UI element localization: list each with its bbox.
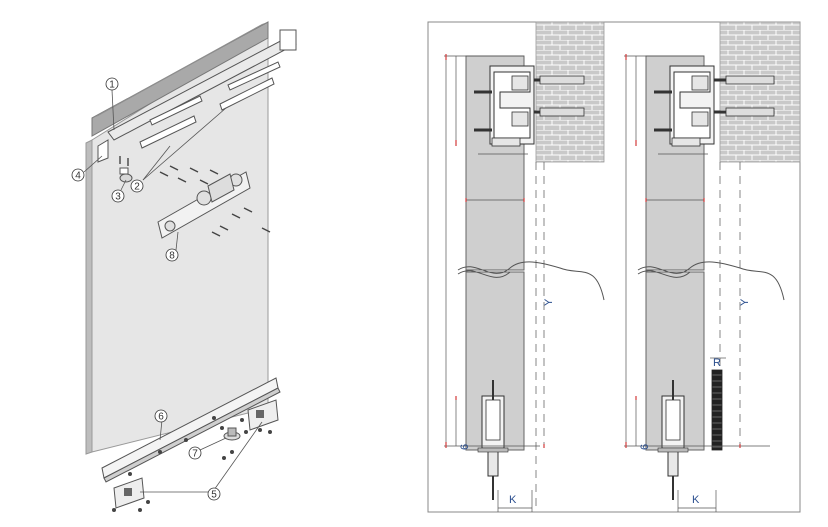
dimension-k-label: K [692, 494, 700, 506]
screws-top [119, 156, 271, 237]
callout-3: 3 [111, 189, 125, 203]
dimension-y-label: Y [543, 298, 555, 306]
break-line [637, 261, 785, 301]
bottom-guide-rail [101, 377, 281, 483]
mounting-plate [97, 29, 297, 163]
callout-8: 8 [165, 248, 179, 262]
callout-label: 2 [134, 182, 140, 193]
section-b: Y K 6 R [624, 54, 785, 512]
door-panel-edge [85, 139, 93, 455]
stopper-component [119, 167, 133, 183]
callout-label: 8 [169, 251, 175, 262]
dim-ticks-b [625, 54, 741, 448]
callout-2: 2 [130, 179, 144, 193]
floor-guide-right [247, 399, 279, 431]
dimension-gap-label: 6 [459, 444, 471, 450]
break-line [457, 261, 605, 301]
section-a: Y K 6 [444, 54, 605, 512]
cross-section-view: Y K 6 [427, 21, 801, 513]
dimension-k-label: K [509, 494, 517, 506]
drawing-frame [427, 21, 801, 513]
brick-wall-right [719, 21, 801, 163]
dimensions-b [624, 55, 770, 512]
callout-label: 1 [109, 80, 115, 91]
callout-label: 3 [115, 192, 121, 203]
callout-5: 5 [207, 487, 221, 501]
screws-bottom [112, 416, 272, 512]
callout-4: 4 [71, 168, 85, 182]
exploded-assembly-view: 1 2 3 4 5 6 7 8 [71, 21, 297, 512]
floor-trim-profile [711, 369, 723, 451]
callout-7: 7 [188, 446, 202, 460]
callout-label: 7 [192, 449, 198, 460]
brick-wall-left [535, 21, 605, 163]
floor-guide-left [113, 477, 145, 509]
callout-label: 5 [211, 490, 217, 501]
bottom-guide-b [657, 380, 689, 500]
dimension-gap-label: 6 [639, 444, 651, 450]
callout-label: 6 [158, 412, 164, 423]
dimensions-a [444, 55, 545, 512]
hanger-carriage [157, 171, 251, 239]
bottom-guide-a [477, 380, 509, 500]
floor-bracket-7 [223, 427, 241, 441]
callout-leaders [83, 89, 263, 493]
track-hardware-b [654, 65, 775, 147]
callout-label: 4 [75, 171, 81, 182]
dimension-r-label: R [713, 357, 721, 369]
callout-1: 1 [105, 77, 119, 91]
top-rail [91, 21, 269, 137]
dim-ticks-a [445, 54, 545, 448]
callout-6: 6 [154, 409, 168, 423]
dimension-y-label: Y [739, 298, 751, 306]
track-strips [139, 61, 281, 149]
track-hardware-a [474, 65, 585, 147]
